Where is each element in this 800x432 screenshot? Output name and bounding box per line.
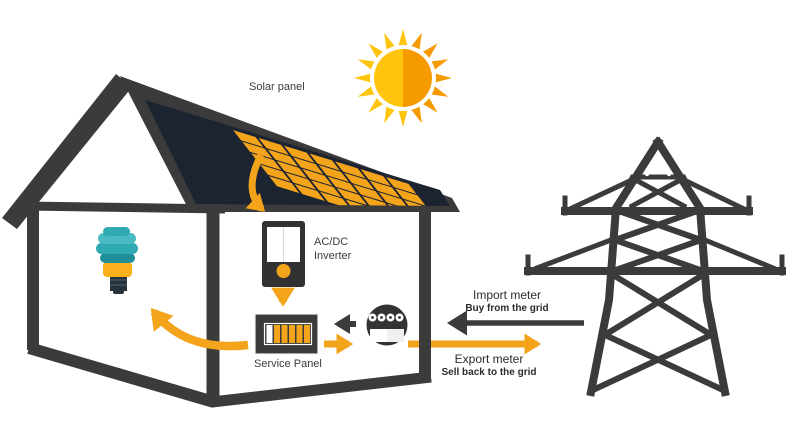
tower-brace — [611, 206, 704, 244]
solar-cell — [309, 153, 340, 171]
breaker-bar — [304, 325, 310, 343]
solar-cell — [242, 141, 273, 159]
solar-cell — [404, 199, 435, 206]
tower-bolt — [666, 171, 672, 177]
breaker-bar — [274, 325, 280, 343]
import-meter-title: Import meter — [472, 288, 541, 302]
tower-brace — [628, 174, 688, 210]
export-meter-title: Export meter — [454, 352, 524, 366]
sun-ray — [354, 73, 373, 83]
tower-brace — [599, 330, 727, 394]
bottom-right-edge — [211, 371, 432, 408]
import-meter-label: Import meter Buy from the grid — [432, 288, 582, 314]
tower-brace — [701, 236, 777, 272]
meter-dial-dot — [371, 316, 374, 319]
bulb-screw — [110, 275, 127, 291]
solar-cell — [284, 145, 315, 163]
solar-panel-icon — [233, 130, 435, 206]
house-icon — [2, 74, 460, 408]
tower-bolt — [644, 171, 650, 177]
service-panel-frame — [263, 322, 313, 346]
roof-left-slope — [2, 74, 132, 229]
front-wall-top — [23, 201, 226, 214]
panel-to-inverter-arrow — [245, 153, 266, 212]
light-bulb-icon — [96, 227, 138, 294]
sun-ray — [398, 108, 408, 127]
solar-cell — [311, 180, 342, 198]
tower-brace — [589, 330, 717, 394]
solar-cell — [360, 169, 391, 187]
inverter-icon — [262, 221, 305, 287]
solar-cell — [320, 191, 351, 206]
tower-brace — [609, 236, 705, 275]
meter-display-half — [387, 329, 404, 342]
bulb-coil-bottom — [100, 253, 135, 263]
tower-brace — [533, 236, 615, 272]
solar-cell — [269, 176, 300, 194]
solar-cell — [276, 160, 307, 178]
bottom-front-edge — [27, 342, 216, 408]
sun-core-right — [403, 49, 432, 107]
bulb-base — [103, 262, 132, 277]
solar-cell — [335, 161, 366, 179]
solar-cell — [369, 180, 400, 198]
solar-cell — [353, 184, 384, 202]
solar-cell — [362, 195, 393, 206]
electric-meter-icon — [364, 302, 410, 348]
import-meter-subtitle: Buy from the grid — [465, 303, 549, 314]
sun-ray — [433, 73, 452, 83]
solar-cell — [327, 176, 358, 194]
solar-cell — [386, 176, 417, 194]
sun-ray — [398, 29, 408, 48]
bulb-screw-tip — [113, 290, 124, 294]
export-meter-subtitle: Sell back to the grid — [441, 367, 537, 378]
service-panel-label: Service Panel — [254, 358, 322, 370]
meter-dial-dot — [380, 316, 383, 319]
transmission-tower-icon — [524, 136, 786, 397]
bulb-coil-cap — [103, 227, 130, 236]
solar-panel-label: Solar panel — [249, 81, 305, 93]
sun-icon — [354, 29, 452, 127]
tower-brace — [568, 175, 638, 212]
meter-dial-dot — [389, 316, 392, 319]
service-panel-breakers — [266, 325, 310, 343]
tower-brace — [603, 268, 711, 338]
solar-cell — [267, 149, 298, 167]
solar-cell — [378, 192, 409, 206]
solar-cell — [294, 183, 325, 201]
inverter-label-line1: AC/DC — [314, 236, 349, 248]
breaker-bar — [281, 325, 288, 343]
inverter-knob — [276, 264, 291, 278]
solar-cell — [318, 165, 349, 183]
solar-cell — [336, 188, 367, 206]
service-panel-icon — [254, 313, 319, 355]
inverter-label: AC/DC Inverter — [314, 236, 351, 264]
solar-cell — [302, 168, 333, 186]
solar-cell — [285, 172, 316, 190]
solar-cell — [258, 137, 289, 155]
breaker-bar — [266, 325, 273, 343]
meter-dials — [368, 313, 404, 322]
bulb-coil-middle — [96, 243, 138, 254]
sun-core-left — [374, 49, 403, 107]
export-meter-label: Export meter Sell back to the grid — [414, 352, 564, 378]
solar-cell — [233, 130, 264, 148]
breaker-bar — [289, 325, 295, 343]
solar-cell — [395, 188, 426, 206]
solar-cell — [293, 157, 324, 175]
breaker-bar — [296, 325, 303, 343]
meter-dial-dot — [398, 316, 401, 319]
solar-cell — [345, 199, 376, 206]
tower-brace — [678, 175, 746, 212]
panel-to-bulb-arrow — [150, 308, 249, 351]
solar-cell — [260, 164, 291, 182]
inverter-label-line2: Inverter — [314, 249, 352, 262]
solar-cell — [344, 172, 375, 190]
